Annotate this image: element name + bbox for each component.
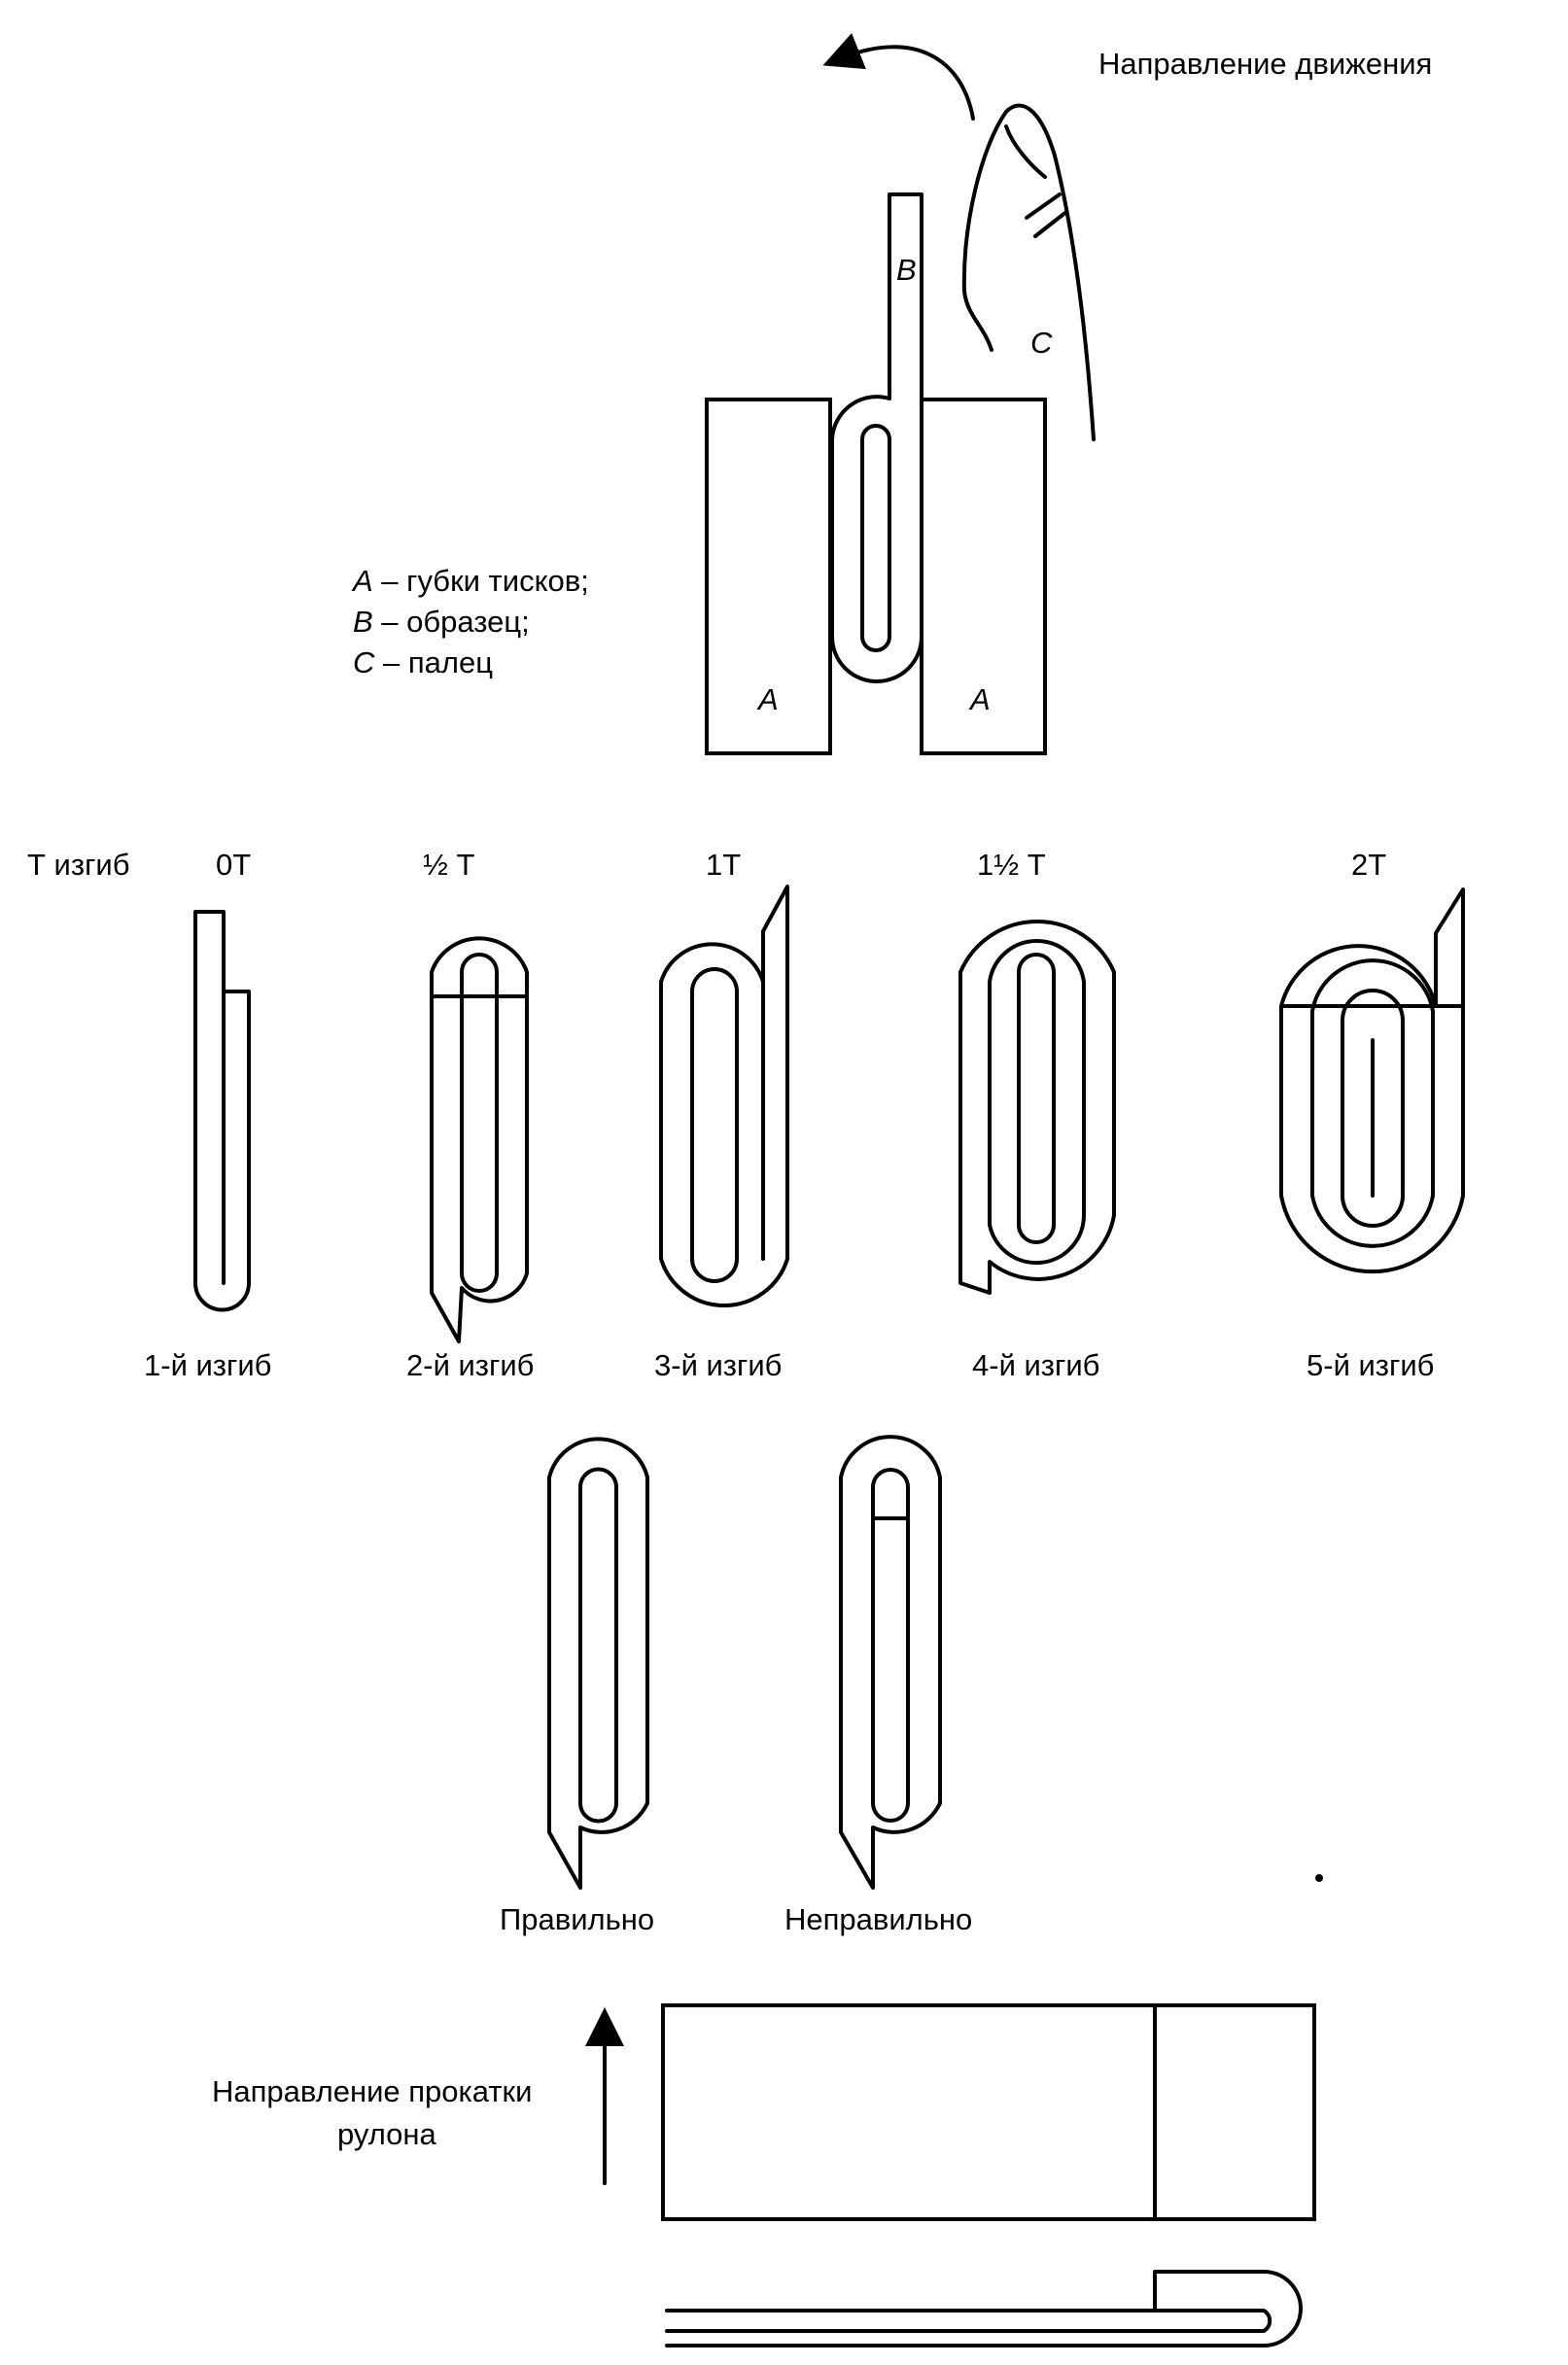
t-bend-row: Т изгиб 0Т ½ Т 1Т 1½ Т 2Т [27,848,1465,1382]
vise-assembly: A A B [705,192,1047,755]
bend-name-2: 2-й изгиб [406,1348,534,1382]
rolling-label-line2: рулона [337,2117,437,2151]
bend-1t [659,885,789,1308]
vise-jaw-left [705,398,832,755]
coil-strip-outer [665,2270,1303,2348]
t-value-1: ½ Т [423,848,474,882]
finger-label: C [1030,326,1053,360]
stray-dot [1315,1874,1323,1882]
bend-one-and-half-t [958,919,1116,1295]
bend-name-4: 4-й изгиб [972,1348,1099,1382]
legend-line-b: B – образец; [353,605,530,639]
vise-jaw-right [920,398,1047,755]
finger-crease-1 [1025,192,1062,220]
incorrect-label: Неправильно [784,1902,972,1936]
legend-line-c: C – палец [353,645,493,679]
rolling-label-line1: Направление прокатки [212,2074,532,2108]
legend-line-a: A – губки тисков; [351,564,589,598]
t-bend-row-label: Т изгиб [27,848,129,882]
bend-half-t [430,936,529,1343]
finger-outline [961,103,1096,441]
correct-label: Правильно [500,1902,654,1936]
incorrect-bend [839,1435,942,1890]
direction-label: Направление движения [1098,47,1432,81]
specimen-outer [830,192,923,683]
comparison: Правильно Неправильно [500,1435,1323,1936]
t-value-4: 2Т [1351,848,1386,882]
bend-name-3: 3-й изгиб [654,1348,782,1382]
t-value-0: 0Т [216,848,251,882]
bend-2t [1279,887,1465,1274]
finger: C [961,103,1096,441]
bend-0t [193,910,251,1312]
correct-bend [547,1437,649,1890]
vise-jaw-right-label: A [968,682,991,716]
bend-name-5: 5-й изгиб [1307,1348,1434,1382]
specimen-label: B [896,253,917,287]
finger-crease-2 [1033,210,1068,238]
bend-name-1: 1-й изгиб [144,1348,271,1382]
t-value-2: 1Т [706,848,741,882]
vise-jaw-left-label: A [756,682,779,716]
coil-sheet [661,2003,1316,2221]
legend: A – губки тисков; B – образец; C – палец [351,564,589,679]
rolling-section: Направление прокатки рулона [212,2003,1316,2348]
direction-arrow [822,33,975,121]
coil-strip-inner [665,2309,1272,2333]
finger-nail [1004,124,1047,179]
specimen-inner [860,424,891,652]
t-value-3: 1½ Т [977,848,1046,882]
